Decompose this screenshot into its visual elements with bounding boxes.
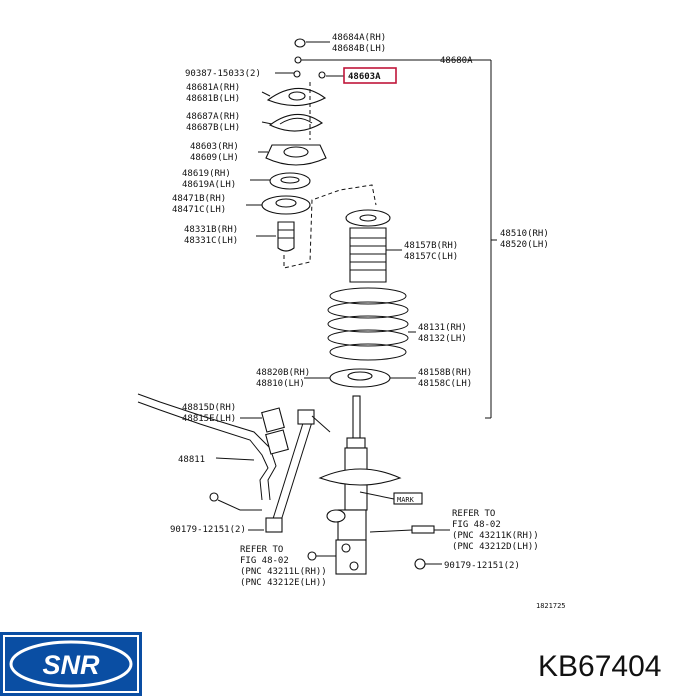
label-diagram-id: 1821725 bbox=[536, 602, 566, 610]
label-refer-left-4: (PNC 43212E(LH)) bbox=[240, 578, 327, 588]
assembly-bracket bbox=[485, 59, 497, 419]
label-refer-left-3: (PNC 43211L(RH)) bbox=[240, 567, 327, 577]
label-48157b: 48157B(RH) bbox=[404, 241, 458, 251]
label-48331b: 48331B(RH) bbox=[184, 225, 238, 235]
label-90387: 90387-15033(2) bbox=[185, 69, 261, 79]
label-refer-right-3: (PNC 43211K(RH)) bbox=[452, 531, 539, 541]
label-refer-right-4: (PNC 43212D(LH)) bbox=[452, 542, 539, 552]
suspension-support-48603 bbox=[258, 144, 327, 166]
label-48132: 48132(LH) bbox=[418, 334, 467, 344]
label-48681b: 48681B(LH) bbox=[186, 94, 240, 104]
label-48157c: 48157C(LH) bbox=[404, 252, 458, 262]
label-refer-left-1: REFER TO bbox=[240, 545, 283, 555]
label-48158c: 48158C(LH) bbox=[418, 379, 472, 389]
stabilizer-link-48820 bbox=[209, 409, 346, 533]
label-48471c: 48471C(LH) bbox=[172, 205, 226, 215]
label-48815d: 48815D(RH) bbox=[182, 403, 236, 413]
label-48810: 48810(LH) bbox=[256, 379, 305, 389]
label-48609: 48609(LH) bbox=[190, 153, 239, 163]
label-48131: 48131(RH) bbox=[418, 323, 467, 333]
label-48811: 48811 bbox=[178, 455, 205, 465]
label-48680a: 48680A bbox=[440, 56, 473, 66]
label-48520: 48520(LH) bbox=[500, 240, 549, 250]
label-48820b: 48820B(RH) bbox=[256, 368, 310, 378]
spring-seat-48471 bbox=[246, 195, 311, 215]
label-refer-right-2: FIG 48-02 bbox=[452, 520, 501, 530]
part-number: KB67404 bbox=[538, 650, 661, 683]
label-48681a: 48681A(RH) bbox=[186, 83, 240, 93]
spring-insulator-48158 bbox=[304, 368, 416, 388]
label-48815e: 48815E(LH) bbox=[182, 414, 236, 424]
stabilizer-bar-48811 bbox=[137, 393, 289, 501]
dust-seal-48687 bbox=[261, 113, 324, 132]
bump-stopper-48331 bbox=[256, 221, 295, 252]
top-nut-cap bbox=[294, 38, 330, 48]
label-90179-right: 90179-12151(2) bbox=[444, 561, 520, 571]
bolt-right bbox=[369, 525, 450, 570]
label-48619a: 48619A(LH) bbox=[182, 180, 236, 190]
label-48687a: 48687A(RH) bbox=[186, 112, 240, 122]
label-48684b: 48684B(LH) bbox=[332, 44, 386, 54]
label-48158b: 48158B(RH) bbox=[418, 368, 472, 378]
highlight-box bbox=[343, 67, 397, 84]
label-48603a: 48603A bbox=[348, 72, 381, 82]
label-48471b: 48471B(RH) bbox=[172, 194, 226, 204]
dust-boot-48157 bbox=[345, 209, 402, 283]
logo-text: SNR bbox=[42, 650, 100, 680]
label-refer-left-2: FIG 48-02 bbox=[240, 556, 289, 566]
label-mark: MARK bbox=[397, 496, 415, 504]
label-48510: 48510(RH) bbox=[500, 229, 549, 239]
label-48619: 48619(RH) bbox=[182, 169, 231, 179]
label-48603: 48603(RH) bbox=[190, 142, 239, 152]
label-refer-right-1: REFER TO bbox=[452, 509, 495, 519]
top-washer bbox=[294, 56, 485, 64]
label-48687b: 48687B(LH) bbox=[186, 123, 240, 133]
label-48684a: 48684A(RH) bbox=[332, 33, 386, 43]
label-48331c: 48331C(LH) bbox=[184, 236, 238, 246]
bolt-90387 bbox=[275, 70, 344, 79]
coil-spring-48131 bbox=[327, 287, 416, 361]
snr-logo: SNR bbox=[0, 632, 142, 696]
bearing-48619 bbox=[250, 172, 311, 190]
bolt-left bbox=[307, 551, 336, 561]
upper-mount-48681 bbox=[261, 87, 327, 107]
shock-absorber bbox=[318, 395, 423, 575]
label-90179-left: 90179-12151(2) bbox=[170, 525, 246, 535]
